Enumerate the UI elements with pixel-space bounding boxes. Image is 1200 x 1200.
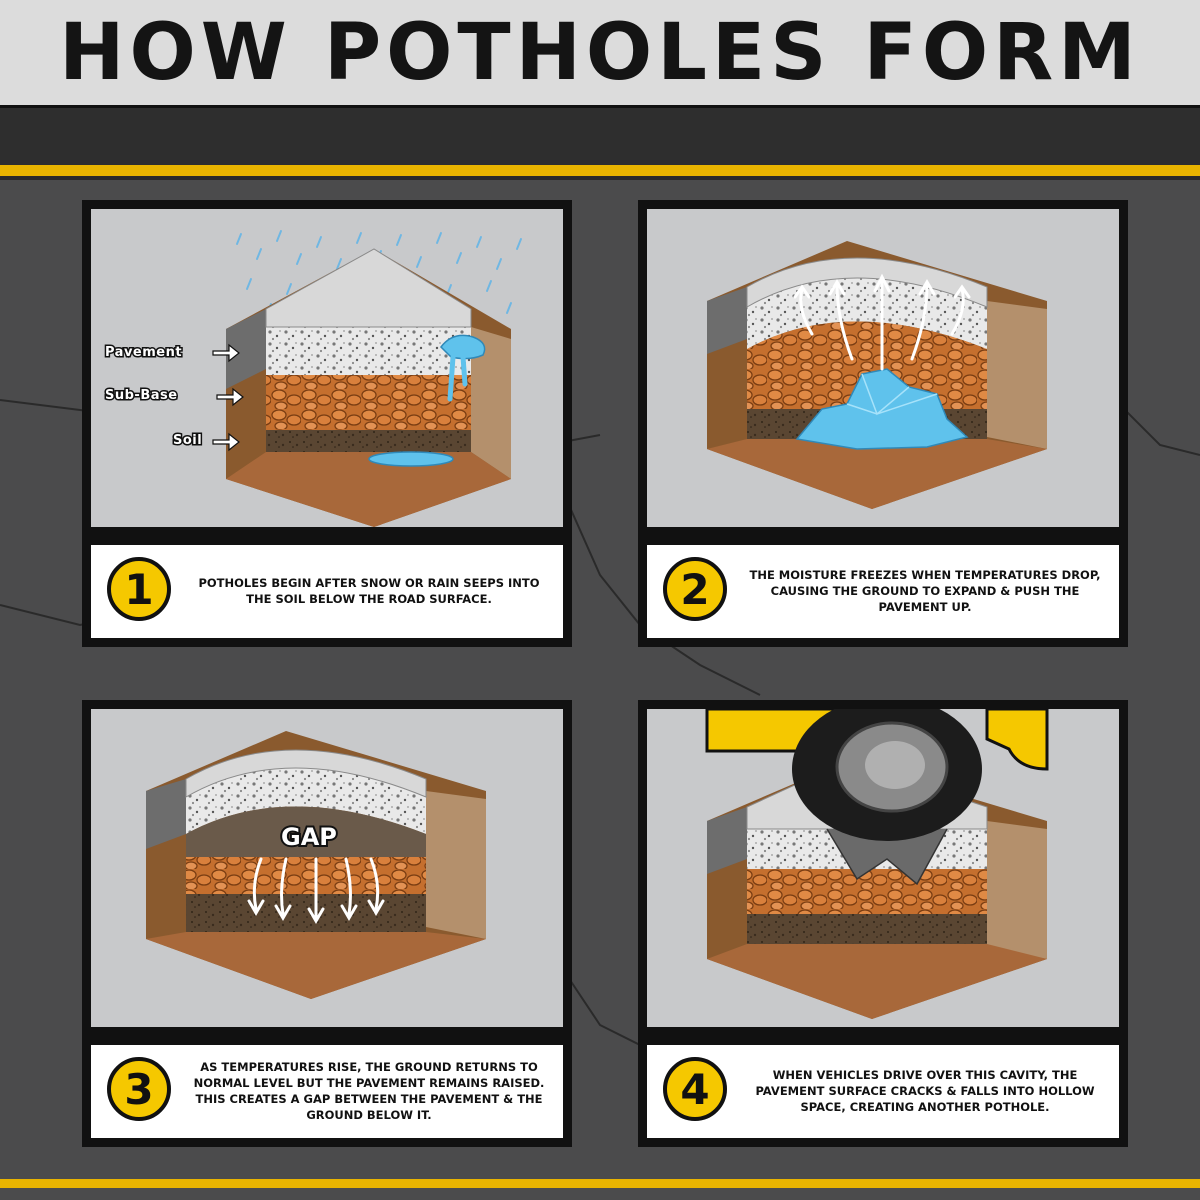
step-3-panel: GAP 3 As temperatures rise, the ground r… [82,700,572,1147]
arrow-icon [216,387,244,407]
water-puddle-icon [368,334,486,467]
soil-label: Soil [173,433,202,448]
step-2-caption: 2 The moisture freezes when temperatures… [647,545,1119,638]
gap-label: GAP [281,823,337,851]
vehicle-icon [705,709,1049,841]
step-4-illustration [647,709,1119,1027]
step-1-text: Potholes begin after snow or rain seeps … [198,576,540,606]
page-title: HOW POTHOLES FORM [59,7,1141,98]
downward-arrows-icon [247,857,385,924]
step-1-caption: 1 Potholes begin after snow or rain seep… [91,545,563,638]
arrow-icon [212,343,240,363]
crack-line [1119,404,1200,456]
step-2-text: The moisture freezes when temperatures d… [749,568,1101,614]
step-3-caption: 3 As temperatures rise, the ground retur… [91,1045,563,1138]
pavement-label: Pavement [105,345,182,360]
step-2-number-badge: 2 [663,557,727,621]
step-4-caption: 4 When vehicles drive over this cavity, … [647,1045,1119,1138]
step-1-illustration: Pavement Sub-Base Soil [91,209,563,527]
step-4-panel: 4 When vehicles drive over this cavity, … [638,700,1128,1147]
step-3-text: As temperatures rise, the ground returns… [193,1060,545,1122]
road-stripe-bottom [0,1179,1200,1188]
ground-cross-section [707,760,1047,1019]
step-4-number-badge: 4 [663,1057,727,1121]
arrow-icon [212,432,240,452]
road-stripe-top [0,165,1200,176]
step-3-number-badge: 3 [107,1057,171,1121]
step-2-illustration [647,209,1119,527]
step-1-panel: Pavement Sub-Base Soil 1 Potholes begin … [82,200,572,647]
step-2-panel: 2 The moisture freezes when temperatures… [638,200,1128,647]
step-3-illustration: GAP [91,709,563,1027]
ice-icon [795,368,969,450]
upward-arrows-icon [793,273,971,371]
title-banner: HOW POTHOLES FORM [0,0,1200,105]
step-4-text: When vehicles drive over this cavity, th… [755,1068,1095,1114]
ground-cross-section [226,248,511,527]
step-1-number-badge: 1 [107,557,171,621]
sub-base-label: Sub-Base [105,388,178,403]
